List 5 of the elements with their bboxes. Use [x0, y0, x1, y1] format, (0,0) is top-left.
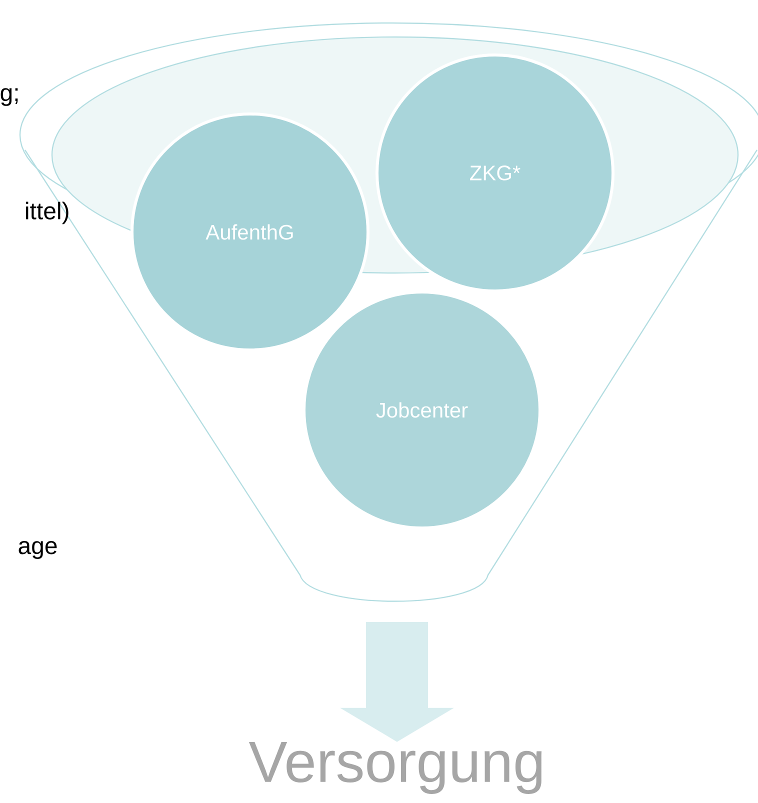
- block-arrow: [340, 622, 454, 742]
- result-text: Versorgung: [248, 742, 542, 794]
- label-text: g;: [0, 88, 18, 106]
- label-text: ittel): [26, 202, 68, 224]
- label-text: age: [18, 541, 57, 559]
